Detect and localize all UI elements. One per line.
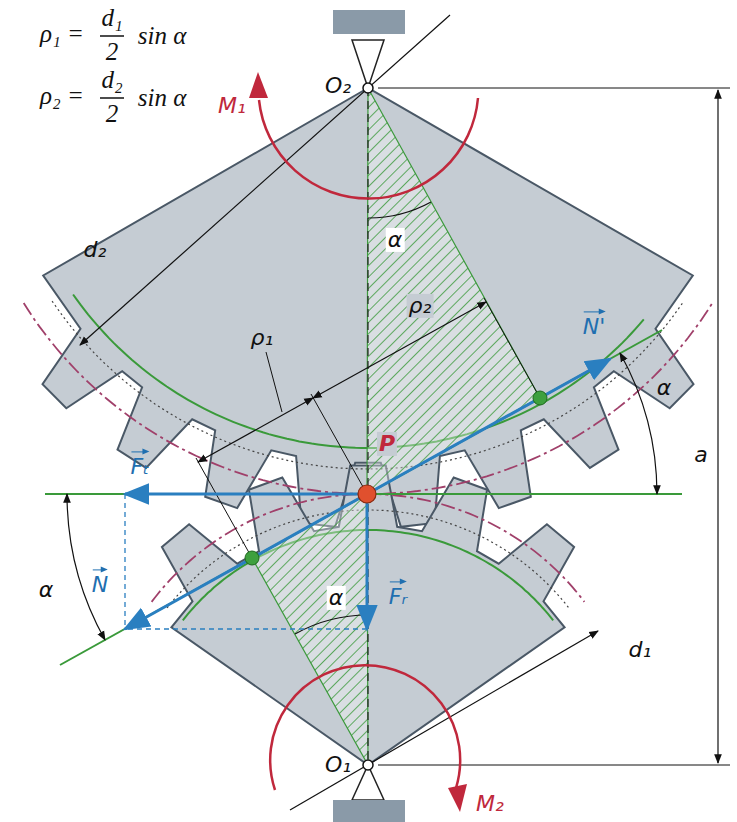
diameter-line — [80, 15, 450, 345]
base-circle — [73, 295, 644, 449]
dimension-label: d₂ — [84, 238, 107, 262]
point-label: P — [377, 432, 397, 456]
formula-term: sin α — [138, 84, 187, 112]
fraction-denominator: 2 — [106, 100, 119, 128]
moment-arc — [259, 98, 478, 199]
pivot — [363, 83, 373, 93]
tangent-point — [245, 551, 259, 565]
force-vector — [125, 493, 367, 496]
moment-label: M₂ — [476, 792, 504, 816]
force-vector — [367, 359, 610, 494]
hatched-triangle — [367, 88, 540, 494]
extension-line — [378, 88, 730, 89]
support-block — [333, 800, 405, 822]
formula-symbol: ρ₁ = — [40, 20, 84, 48]
driving-gear — [162, 466, 574, 766]
dimension-label: d₁ — [629, 638, 652, 662]
dimension-label: ρ₁ — [251, 326, 274, 350]
extension-line — [484, 298, 540, 398]
point-label: O₂ — [325, 74, 351, 98]
center-line — [367, 88, 368, 765]
formula-symbol: ρ₂ = — [40, 82, 84, 110]
moment-arrowhead — [448, 784, 467, 812]
angle-arc — [295, 615, 368, 634]
dimension-line — [717, 90, 718, 763]
angle-arc — [67, 494, 105, 640]
force-label: Fᵣ — [389, 578, 407, 609]
angle-label: α — [39, 578, 54, 602]
construction-line — [124, 494, 125, 629]
moment-label: M₁ — [218, 94, 246, 118]
diameter-line — [290, 631, 598, 810]
line-of-action — [60, 330, 662, 665]
fraction-bar — [100, 97, 124, 99]
fraction-numerator: d₁ — [101, 4, 122, 32]
angle-arc — [368, 202, 431, 218]
force-vector — [366, 494, 369, 629]
extension-line — [378, 765, 730, 766]
angle-label: α — [657, 376, 672, 400]
force-label: N — [92, 566, 108, 597]
angle-label: α — [327, 586, 346, 610]
fraction-denominator: 2 — [106, 38, 119, 66]
force-vector — [125, 494, 367, 629]
force-label: Fₜ — [130, 448, 149, 479]
support-block — [333, 10, 405, 34]
pitch-point — [358, 485, 376, 503]
extension-line — [196, 458, 252, 558]
force-label: N' — [583, 308, 606, 339]
moment-arc — [270, 665, 460, 790]
fraction-bar — [100, 35, 124, 37]
angle-label: α — [386, 228, 405, 252]
moment-arrowhead — [249, 72, 268, 98]
dimension-line — [313, 302, 486, 398]
construction-line — [125, 628, 367, 629]
formula-term: sin α — [138, 22, 187, 50]
dimension-line — [198, 398, 313, 462]
pin-support — [352, 40, 384, 88]
point-label: O₁ — [325, 753, 351, 777]
tangent-point — [533, 391, 547, 405]
leader-line — [266, 352, 282, 412]
fraction-numerator: d₂ — [101, 66, 122, 94]
dimension-label: a — [692, 443, 709, 467]
dimension-label: ρ₂ — [407, 294, 434, 318]
extension-line — [311, 394, 367, 494]
angle-arc — [620, 353, 657, 494]
pivot — [363, 760, 373, 770]
